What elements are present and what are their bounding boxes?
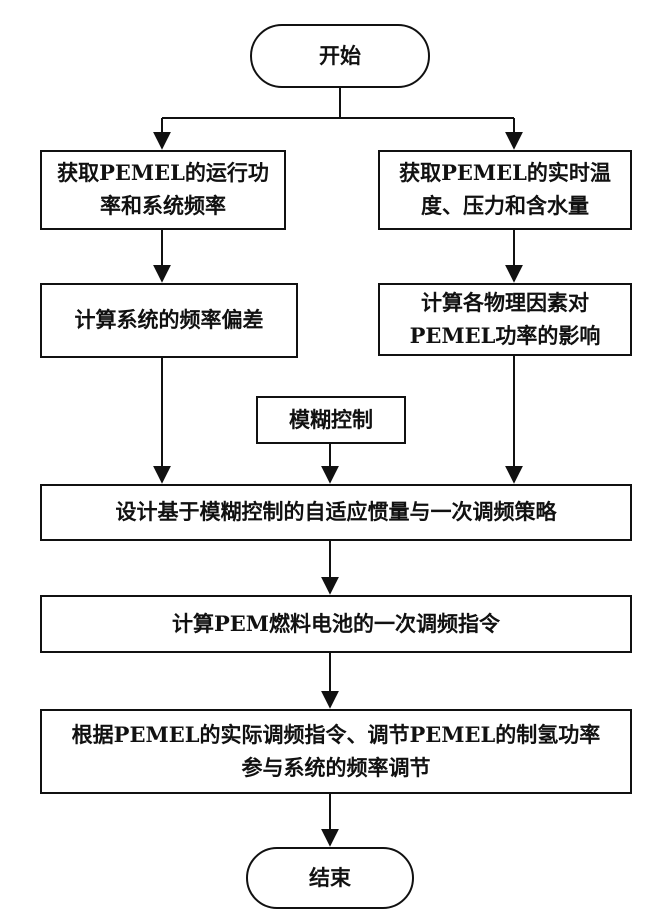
- fuzzy-control-box: 模糊控制: [256, 396, 406, 444]
- get-power-box: 获取PEMEL的运行功率和系统频率: [40, 150, 286, 230]
- calc-command-box: 计算PEM燃料电池的一次调频指令: [40, 595, 632, 653]
- calc-factors-box: 计算各物理因素对PEMEL功率的影响: [378, 283, 632, 356]
- get-power-label: 获取PEMEL的运行功率和系统频率: [56, 157, 270, 222]
- get-state-label: 获取PEMEL的实时温度、压力和含水量: [394, 157, 616, 222]
- calc-command-label: 计算PEM燃料电池的一次调频指令: [172, 608, 500, 641]
- adjust-power-label: 根据PEMEL的实际调频指令、调节PEMEL的制氢功率参与系统的频率调节: [66, 719, 606, 784]
- design-strategy-box: 设计基于模糊控制的自适应惯量与一次调频策略: [40, 484, 632, 541]
- calc-factors-label: 计算各物理因素对PEMEL功率的影响: [402, 287, 608, 352]
- end-terminal: 结束: [246, 847, 414, 909]
- get-state-box: 获取PEMEL的实时温度、压力和含水量: [378, 150, 632, 230]
- design-strategy-label: 设计基于模糊控制的自适应惯量与一次调频策略: [116, 496, 557, 529]
- fuzzy-control-label: 模糊控制: [289, 404, 373, 437]
- calc-deviation-label: 计算系统的频率偏差: [75, 304, 264, 337]
- adjust-power-box: 根据PEMEL的实际调频指令、调节PEMEL的制氢功率参与系统的频率调节: [40, 709, 632, 794]
- end-label: 结束: [309, 862, 351, 895]
- start-label: 开始: [319, 40, 361, 73]
- calc-deviation-box: 计算系统的频率偏差: [40, 283, 298, 358]
- start-terminal: 开始: [250, 24, 430, 88]
